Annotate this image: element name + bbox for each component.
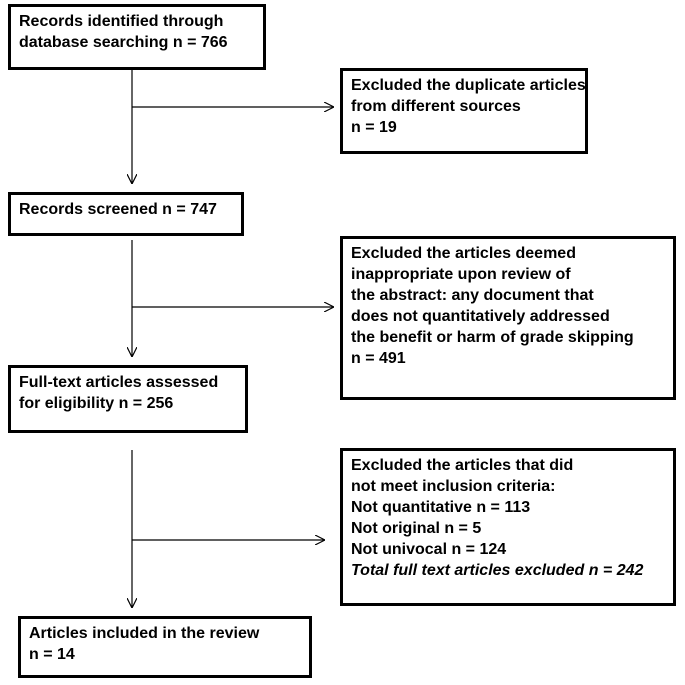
- box-line: n = 491: [351, 350, 406, 367]
- records-identified-box: Records identified through database sear…: [8, 4, 266, 70]
- box-line: Excluded the articles that did: [351, 457, 574, 474]
- box-line: Records screened n = 747: [19, 201, 217, 218]
- box-line: Records identified through: [19, 13, 224, 30]
- box-line: Excluded the articles deemed: [351, 245, 576, 262]
- excluded-abstract-box: Excluded the articles deemed inappropria…: [340, 236, 676, 400]
- fulltext-assessed-box: Full-text articles assessed for eligibil…: [8, 365, 248, 433]
- excluded-duplicates-box: Excluded the duplicate articles from dif…: [340, 68, 588, 154]
- box-line: Full-text articles assessed: [19, 374, 219, 391]
- box-line: does not quantitatively addressed: [351, 308, 610, 325]
- box-line: for eligibility n = 256: [19, 395, 174, 412]
- total-excluded-line: Total full text articles excluded n = 24…: [351, 562, 644, 579]
- box-line: not meet inclusion criteria:: [351, 478, 556, 495]
- box-line: n = 19: [351, 119, 397, 136]
- box-line: the abstract: any document that: [351, 287, 594, 304]
- box-line: the benefit or harm of grade skipping: [351, 329, 634, 346]
- box-line: Not quantitative n = 113: [351, 499, 531, 516]
- box-line: n = 14: [29, 646, 75, 663]
- box-line: Not original n = 5: [351, 520, 482, 537]
- box-line: Not univocal n = 124: [351, 541, 507, 558]
- articles-included-box: Articles included in the review n = 14: [18, 616, 312, 678]
- box-line: database searching n = 766: [19, 34, 228, 51]
- box-line: from different sources: [351, 98, 521, 115]
- box-line: inappropriate upon review of: [351, 266, 571, 283]
- box-line: Articles included in the review: [29, 625, 260, 642]
- excluded-criteria-box: Excluded the articles that did not meet …: [340, 448, 676, 606]
- records-screened-box: Records screened n = 747: [8, 192, 244, 236]
- box-line: Excluded the duplicate articles: [351, 77, 586, 94]
